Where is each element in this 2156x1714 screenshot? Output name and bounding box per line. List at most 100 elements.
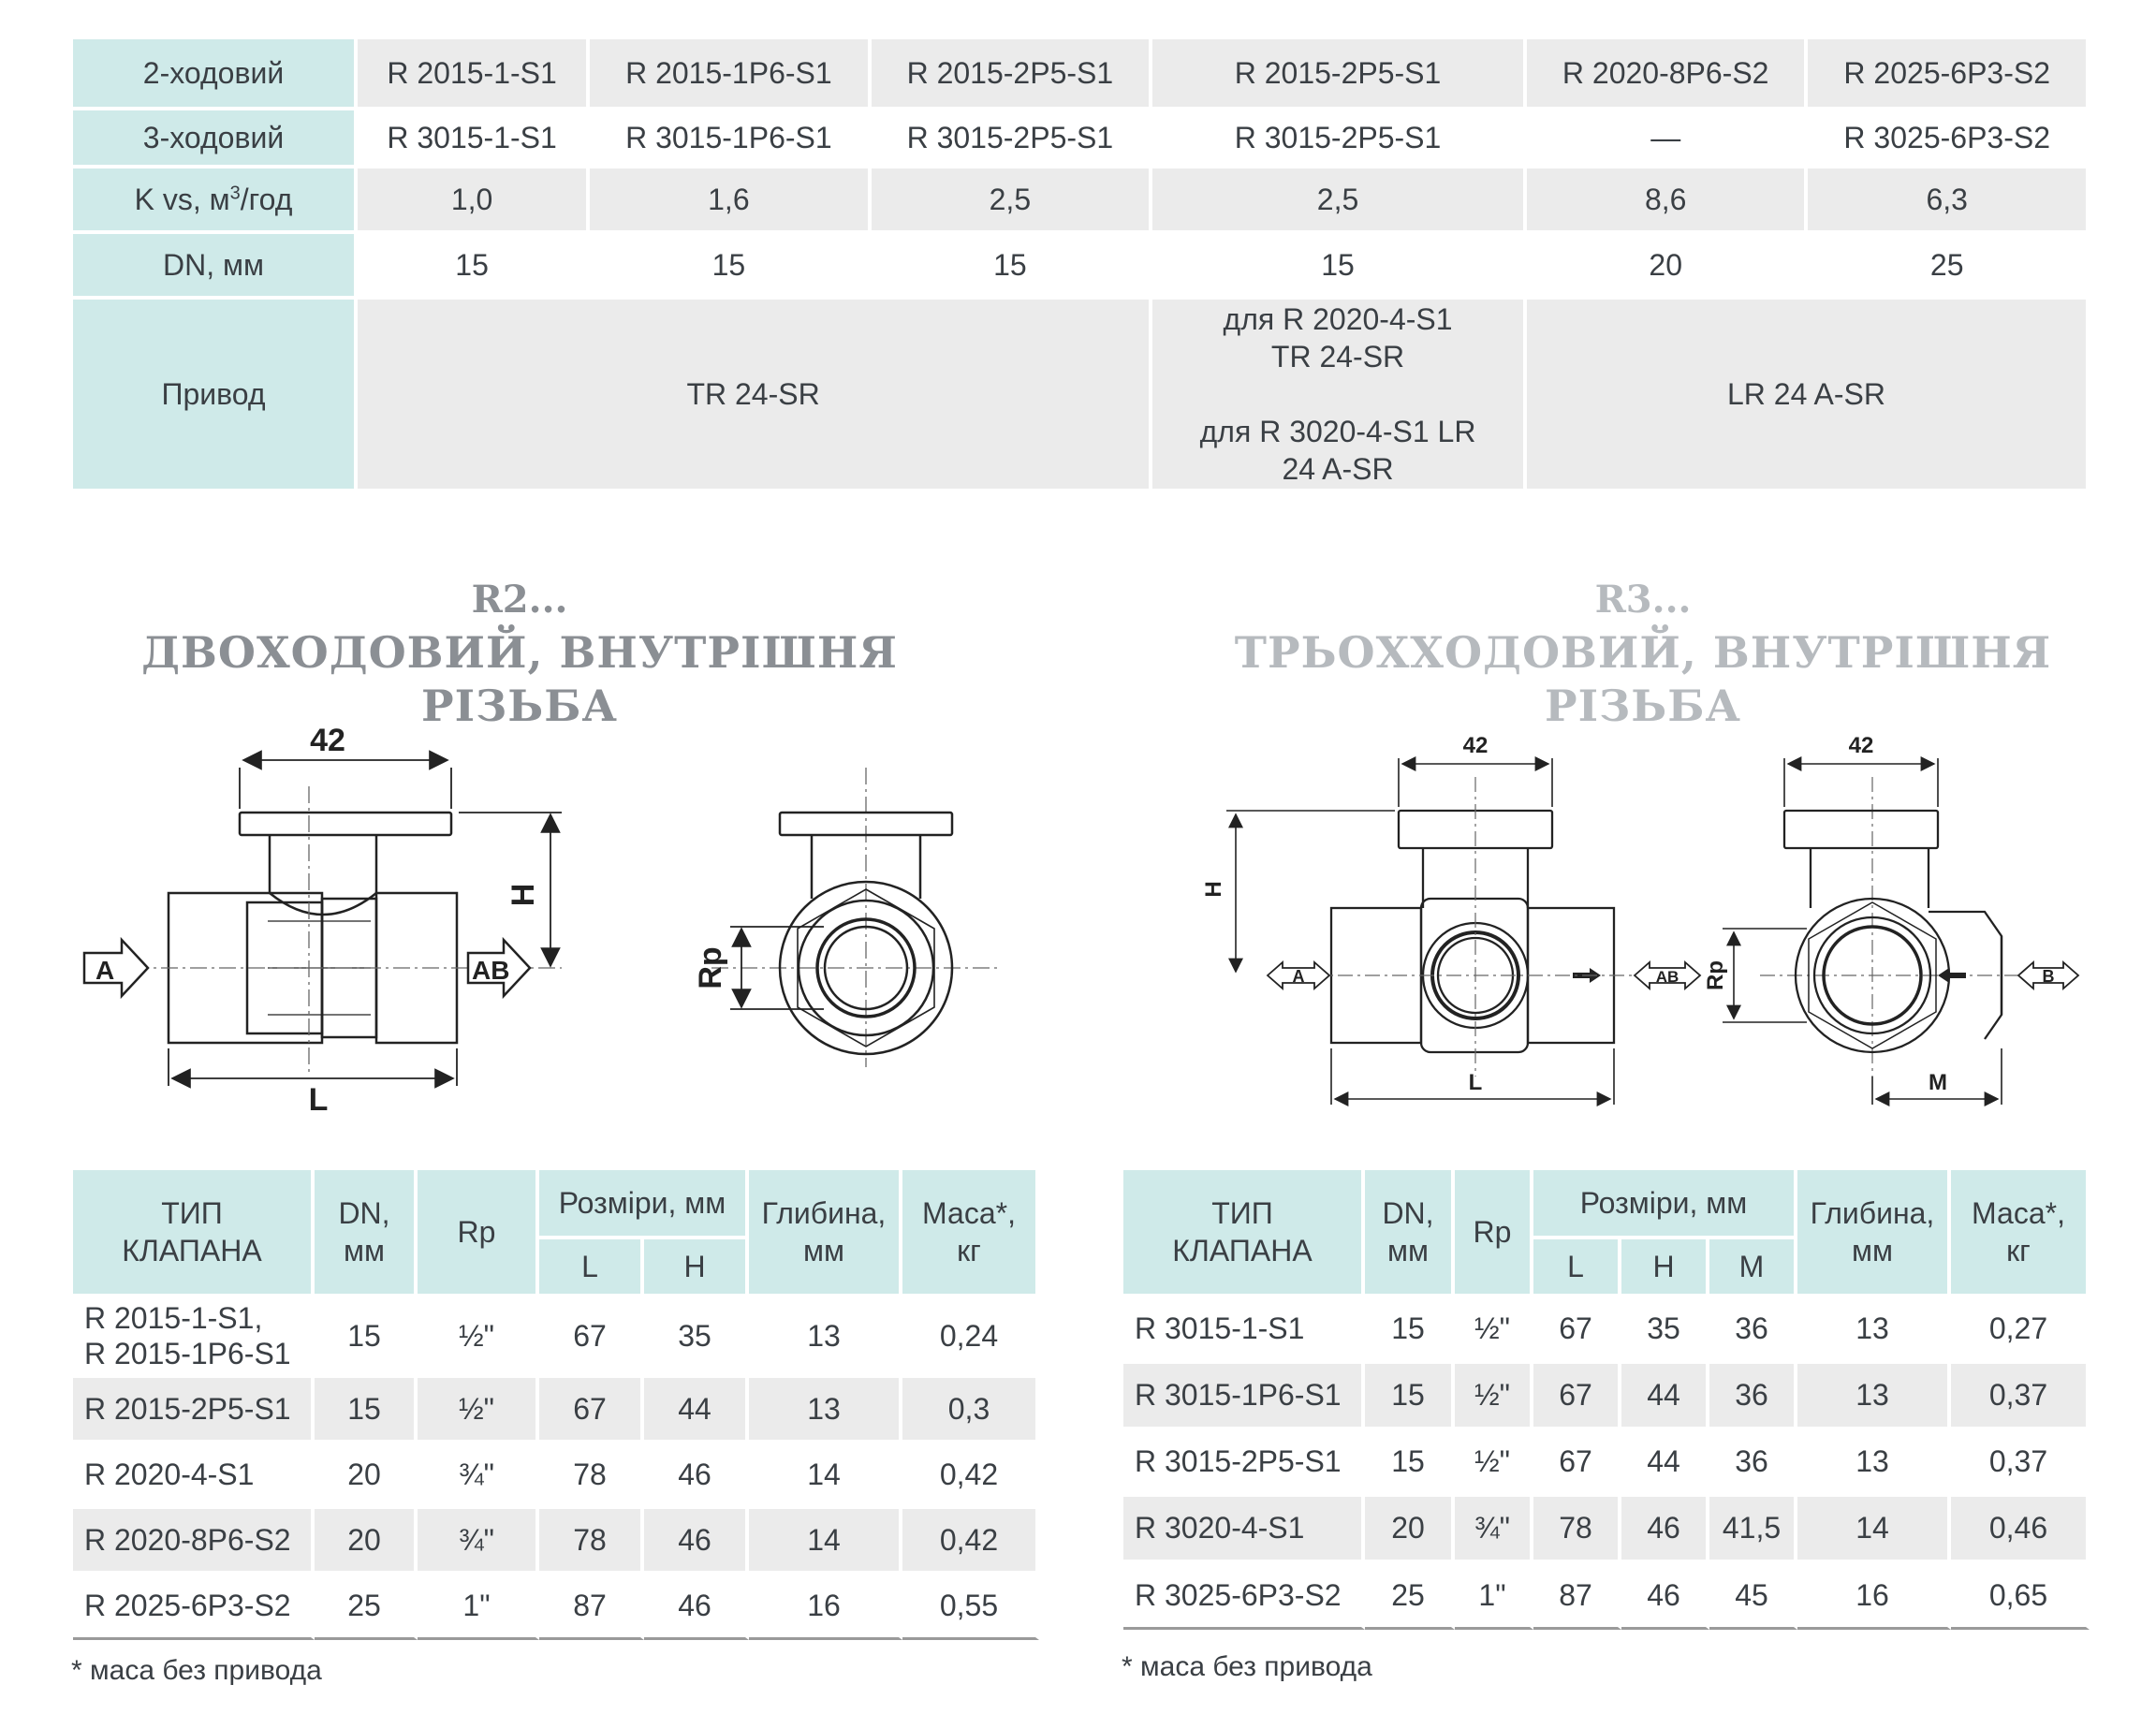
valve-type-line: R 2015-1-S1,: [84, 1301, 263, 1335]
h-cell: 44: [1621, 1364, 1709, 1430]
col-h-header: H: [1621, 1239, 1709, 1297]
col-mass-header: Маса*,кг: [902, 1170, 1039, 1297]
drive-line: для R 3020-4-S1 LR: [1199, 415, 1476, 448]
three-way-code: R3...: [1594, 578, 1692, 622]
mass-cell: 0,3: [902, 1378, 1039, 1443]
spec-cell: 20: [1526, 234, 1809, 300]
header-line: ТИП: [1211, 1196, 1273, 1230]
drive-line: 24 A-SR: [1282, 452, 1394, 486]
spec-cell: R 2025-6P3-S2: [1808, 39, 2090, 110]
spec-cell: R 2020-8P6-S2: [1526, 39, 1809, 110]
col-depth-header: Глибина,мм: [1797, 1170, 1951, 1297]
two-way-code: R2...: [471, 578, 568, 622]
spec-row-kvs: K vs, м3/год 1,0 1,6 2,5 2,5 8,6 6,3: [73, 168, 2090, 234]
drive-line: для R 2020-4-S1: [1223, 302, 1453, 336]
kvs-label-suffix: /год: [240, 182, 293, 216]
mass-cell: 0,42: [902, 1443, 1039, 1509]
table-row: R 2020-8P6-S2 20 ¾" 78 46 14 0,42: [73, 1509, 1039, 1575]
spec-row-2way: 2-ходовий R 2015-1-S1 R 2015-1P6-S1 R 20…: [73, 39, 2090, 110]
col-depth-header: Глибина,мм: [749, 1170, 902, 1297]
mass-cell: 0,46: [1951, 1497, 2090, 1563]
spec-cell: 15: [590, 234, 872, 300]
dn-cell: 20: [315, 1443, 418, 1509]
l-cell: 87: [539, 1575, 644, 1640]
valve-type-cell: R 2020-8P6-S2: [73, 1509, 315, 1575]
depth-cell: 13: [1797, 1364, 1951, 1430]
spec-cell: 1,6: [590, 168, 872, 234]
l-cell: 78: [539, 1509, 644, 1575]
mass-cell: 0,37: [1951, 1364, 2090, 1430]
port-b-label: B: [2043, 967, 2055, 986]
table-row: R 3015-2P5-S1 15 ½" 67 44 36 13 0,37: [1123, 1430, 2090, 1497]
spec-table: 2-ходовий R 2015-1-S1 R 2015-1P6-S1 R 20…: [73, 39, 2090, 492]
l-cell: 67: [1533, 1297, 1621, 1364]
col-mass-header: Маса*,кг: [1951, 1170, 2090, 1297]
depth-cell: 14: [749, 1443, 902, 1509]
depth-cell: 16: [1797, 1563, 1951, 1630]
spec-cell: R 3025-6P3-S2: [1808, 110, 2090, 168]
h-cell: 46: [1621, 1563, 1709, 1630]
dim-l-label: L: [1469, 1070, 1483, 1095]
kvs-label-prefix: K vs, м: [134, 182, 230, 216]
spec-label: 3-ходовий: [73, 110, 358, 168]
spec-cell: R 3015-2P5-S1: [871, 110, 1153, 168]
table-row: R 2015-1-S1,R 2015-1P6-S1 15 ½" 67 35 13…: [73, 1297, 1039, 1378]
mass-cell: 0,65: [1951, 1563, 2090, 1630]
depth-cell: 13: [1797, 1430, 1951, 1497]
port-ab-label: AB: [472, 956, 509, 985]
m-cell: 36: [1709, 1297, 1797, 1364]
spec-cell: R 2015-2P5-S1: [1152, 39, 1527, 110]
valve-type-cell: R 2025-6P3-S2: [73, 1575, 315, 1640]
dn-cell: 20: [315, 1509, 418, 1575]
h-cell: 46: [644, 1509, 749, 1575]
header-line: Глибина,: [761, 1196, 887, 1230]
spec-cell: R 2015-2P5-S1: [871, 39, 1153, 110]
dim-h-label: H: [1201, 881, 1226, 897]
two-way-title: ДВОХОДОВИЙ, ВНУТРІШНЯ РІЗЬБА: [141, 627, 898, 731]
spec-cell: 6,3: [1808, 168, 2090, 234]
h-cell: 35: [1621, 1297, 1709, 1364]
kvs-label-sup: 3: [229, 182, 241, 203]
spec-cell: —: [1526, 110, 1809, 168]
port-a-label: A: [1293, 967, 1305, 986]
m-cell: 45: [1709, 1563, 1797, 1630]
spec-cell: R 3015-1-S1: [358, 110, 591, 168]
mass-cell: 0,42: [902, 1509, 1039, 1575]
h-cell: 46: [644, 1443, 749, 1509]
dn-cell: 15: [1365, 1297, 1455, 1364]
header-line: Маса*,: [1972, 1196, 2065, 1230]
spec-cell: 15: [871, 234, 1153, 300]
col-h-header: H: [644, 1239, 749, 1297]
table-row: R 2015-2P5-S1 15 ½" 67 44 13 0,3: [73, 1378, 1039, 1443]
depth-cell: 13: [749, 1378, 902, 1443]
rp-cell: ¾": [1455, 1497, 1533, 1563]
rp-cell: ½": [418, 1378, 539, 1443]
m-cell: 41,5: [1709, 1497, 1797, 1563]
header-line: Маса*,: [922, 1196, 1016, 1230]
depth-cell: 13: [1797, 1297, 1951, 1364]
spec-cell: 15: [1152, 234, 1527, 300]
spec-label: K vs, м3/год: [73, 168, 358, 234]
col-l-header: L: [1533, 1239, 1621, 1297]
rp-cell: 1": [1455, 1563, 1533, 1630]
three-way-footnote: * маса без привода: [1122, 1651, 1372, 1682]
drive-line: TR 24-SR: [1270, 340, 1405, 374]
dim-rp-label: Rp: [1703, 960, 1728, 990]
dn-cell: 15: [315, 1378, 418, 1443]
valve-type-cell: R 2020-4-S1: [73, 1443, 315, 1509]
three-way-valve-drawing: A AB B 42 42 H L M Rp: [1201, 733, 2080, 1106]
header-line: мм: [1387, 1234, 1429, 1267]
l-cell: 87: [1533, 1563, 1621, 1630]
dn-cell: 25: [315, 1575, 418, 1640]
h-cell: 46: [1621, 1497, 1709, 1563]
spec-label: Привод: [73, 300, 358, 492]
spec-label: 2-ходовий: [73, 39, 358, 110]
depth-cell: 16: [749, 1575, 902, 1640]
l-cell: 67: [539, 1378, 644, 1443]
col-sizes-header: Розміри, мм: [1533, 1170, 1797, 1239]
m-cell: 36: [1709, 1364, 1797, 1430]
valve-type-cell: R 3015-1P6-S1: [1123, 1364, 1365, 1430]
port-a-label: A: [95, 956, 114, 985]
depth-cell: 13: [749, 1297, 902, 1378]
